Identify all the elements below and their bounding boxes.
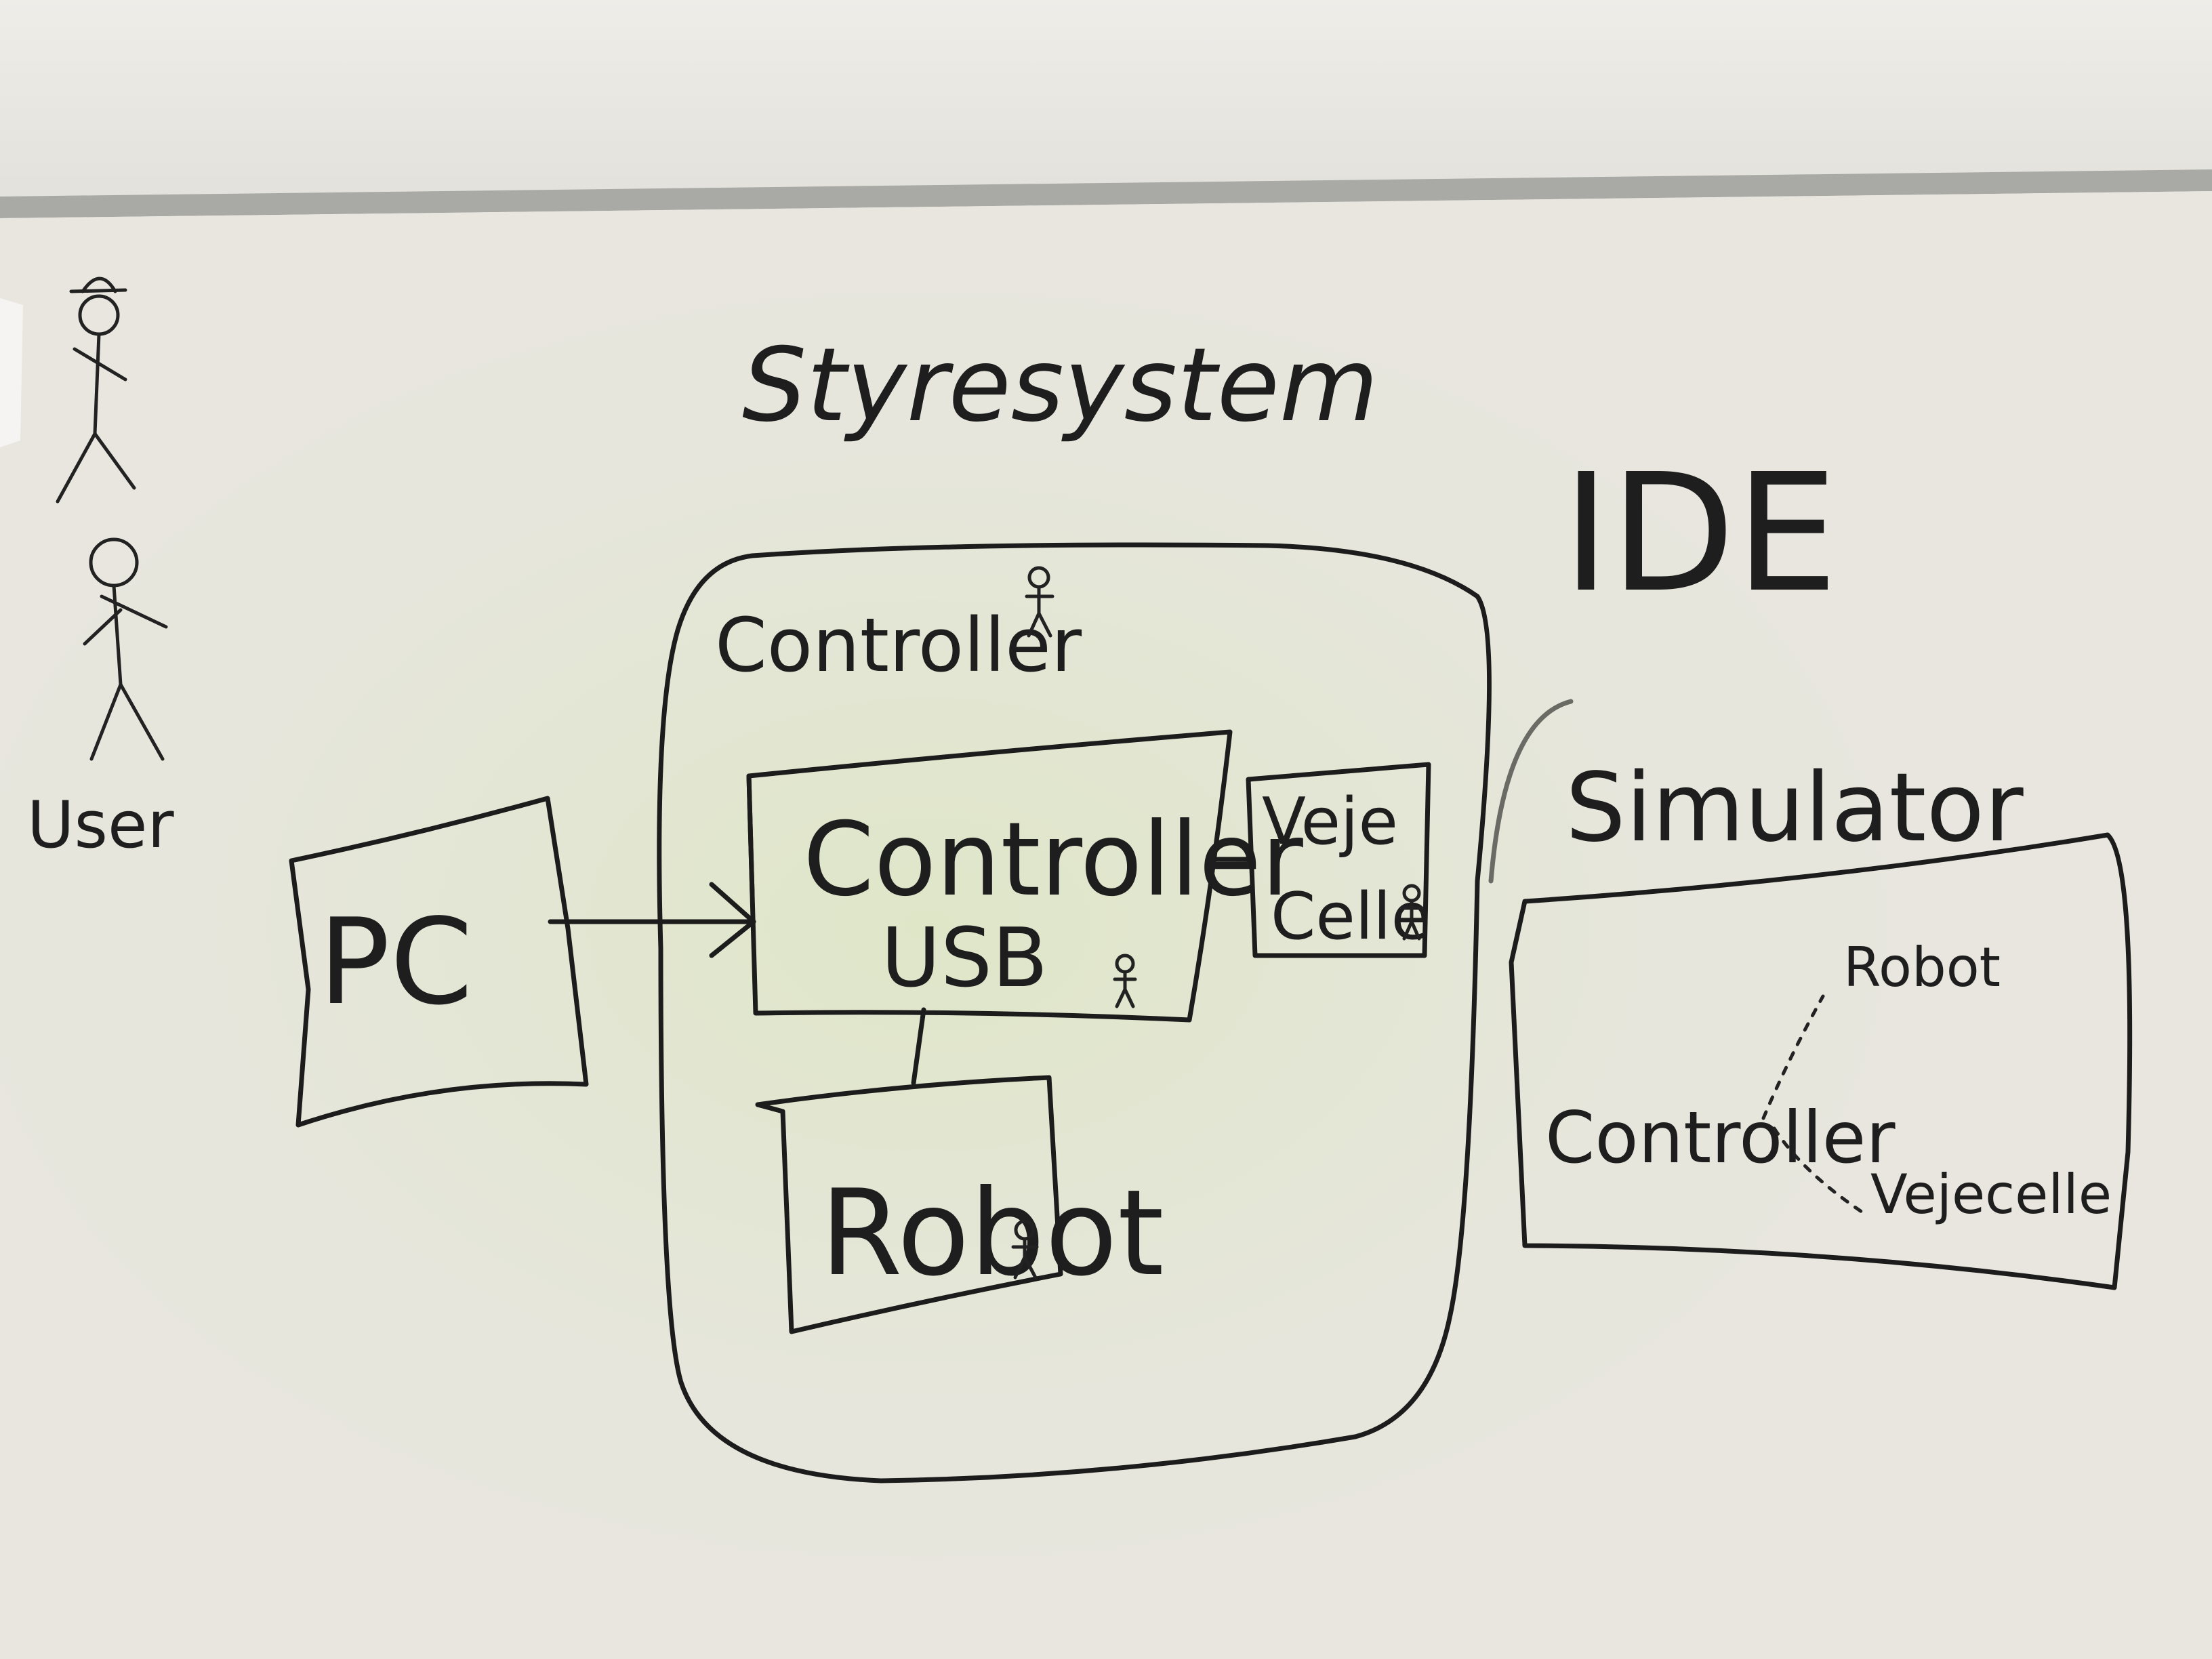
board-frame xyxy=(0,169,2212,218)
controller-group-label: Controller xyxy=(715,602,1082,689)
simulator-label: Simulator xyxy=(1565,753,2024,863)
simulator-box xyxy=(1509,832,2133,1290)
vejecelle-label-line2: Celle xyxy=(1271,880,1431,954)
vejecelle-actor-icon xyxy=(1399,884,1424,941)
paper-scrap xyxy=(0,298,23,447)
user-label: User xyxy=(27,788,174,863)
vejecelle-label-line1: Veje xyxy=(1262,785,1398,859)
controller-usb-actor-icon xyxy=(1113,954,1137,1008)
vejecelle-box xyxy=(1246,762,1431,958)
usb-to-robot-link xyxy=(911,1007,926,1086)
ide-bracket-curve xyxy=(1488,699,1574,884)
robot-actor-icon xyxy=(1011,1219,1039,1279)
controller-group-container xyxy=(657,542,1492,1483)
pc-label: PC xyxy=(319,894,473,1031)
user-actor-with-hat xyxy=(56,276,136,504)
simulator-controller-label: Controller xyxy=(1545,1097,1896,1179)
controller-usb-label-line2: USB xyxy=(881,912,1048,1006)
simulator-robot-label: Robot xyxy=(1843,936,2001,999)
controller-usb-box xyxy=(746,729,1233,1023)
ide-label: IDE xyxy=(1562,438,1838,628)
simulator-controller-robot-link xyxy=(1761,994,1825,1120)
pc-box xyxy=(289,796,589,1128)
simulator-vejecelle-label: Vejecelle xyxy=(1870,1163,2112,1226)
robot-box xyxy=(755,1075,1063,1334)
title-styresystem: Styresystem xyxy=(742,327,1378,445)
controller-usb-left-edge xyxy=(746,773,755,897)
robot-label: Robot xyxy=(820,1165,1164,1303)
board-surface xyxy=(0,191,2212,1659)
user-actor xyxy=(83,537,168,761)
controller-group-actor-icon xyxy=(1025,566,1054,638)
simulator-controller-vejecelle-link xyxy=(1772,1126,1866,1215)
wall xyxy=(0,0,2212,203)
